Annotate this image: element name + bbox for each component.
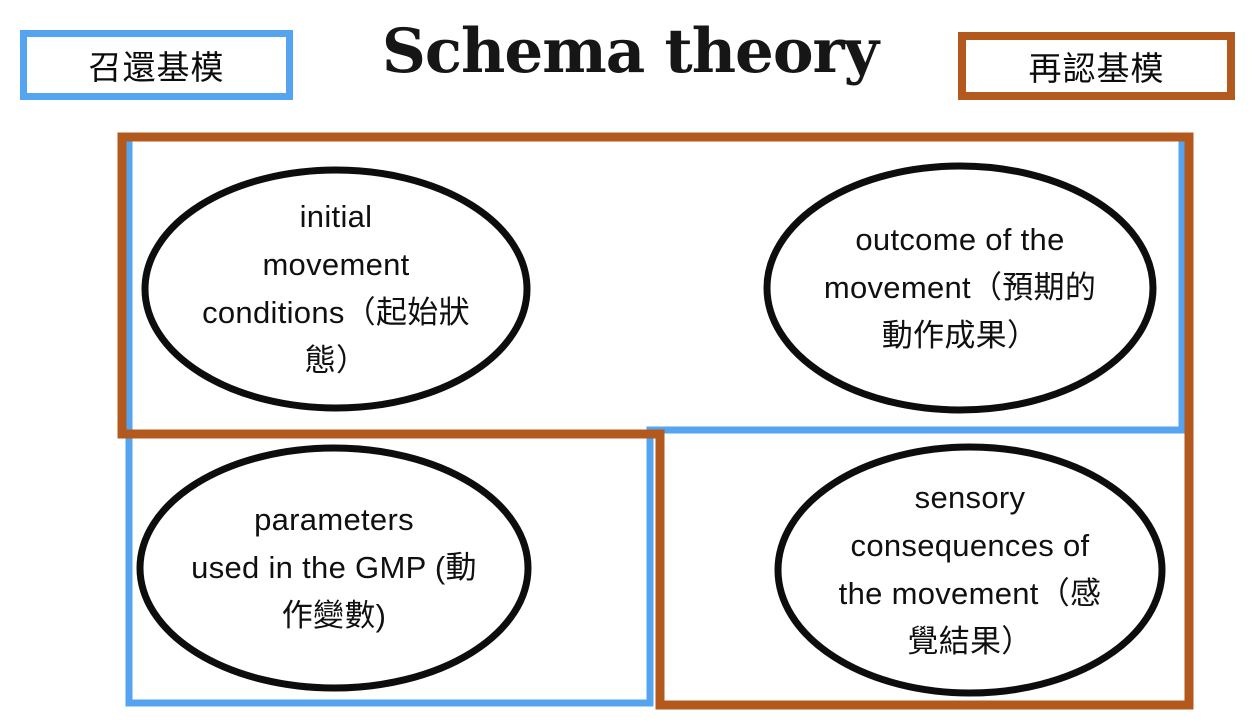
node-initial-movement-conditions: initial movement conditions（起始狀 態） — [202, 199, 470, 378]
recognition-schema-outline — [117, 132, 1194, 710]
ellipse-sensory-consequences — [774, 443, 1166, 697]
node-outcome-of-movement: outcome of the movement（預期的 動作成果） — [823, 222, 1097, 353]
recognition-schema-label: 再認基模 — [1028, 50, 1165, 87]
ellipse-parameters — [136, 444, 532, 692]
recall-schema-label-box: 召還基模 — [20, 30, 293, 100]
ellipse-outcome — [763, 162, 1157, 414]
recall-schema-label: 召還基模 — [88, 49, 225, 86]
page-title: Schema theory — [381, 16, 879, 87]
node-sensory-consequences: sensory consequences of the movement（感 覺… — [838, 480, 1102, 659]
node-parameters-gmp: parameters used in the GMP (動 作變數) — [191, 502, 477, 633]
recognition-schema-label-box: 再認基模 — [958, 32, 1235, 100]
ellipse-initial-conditions — [141, 166, 531, 412]
